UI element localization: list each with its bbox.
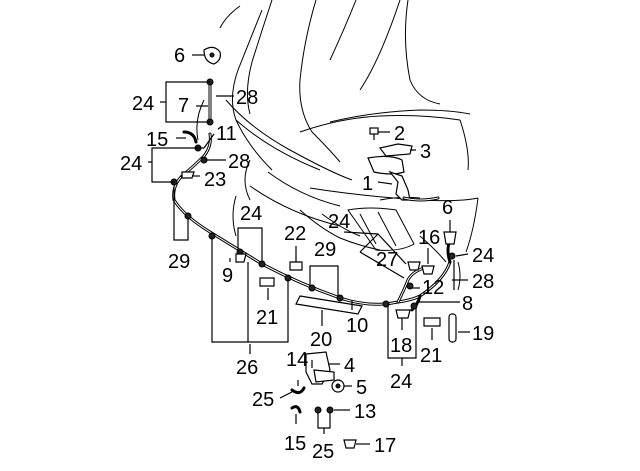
callout-5: 5 [356, 377, 367, 399]
callout-7: 7 [178, 95, 189, 117]
callout-21-left: 21 [256, 307, 278, 329]
callout-24-bottom: 24 [390, 371, 412, 393]
callout-25-bottom: 25 [312, 441, 334, 463]
callout-28-top: 28 [236, 87, 258, 109]
callout-1: 1 [362, 173, 373, 195]
callout-18: 18 [390, 335, 412, 357]
callout-24-top: 24 [132, 93, 154, 115]
callout-11: 11 [216, 123, 237, 145]
callout-13: 13 [354, 401, 376, 423]
clip-part-2 [369, 127, 379, 140]
callout-24-middle: 24 [240, 203, 262, 225]
callout-8: 8 [462, 293, 473, 315]
callout-12: 12 [422, 277, 444, 299]
callout-15-top: 15 [146, 129, 168, 151]
callout-22: 22 [284, 223, 306, 245]
callout-24-right: 24 [328, 211, 350, 233]
callout-6-right: 6 [442, 197, 453, 219]
callout-24-far-right: 24 [472, 245, 494, 267]
callout-16: 16 [418, 227, 440, 249]
callout-26: 26 [236, 357, 258, 379]
callout-9: 9 [222, 265, 233, 287]
cover-part-3 [378, 143, 413, 157]
small-parts [181, 46, 457, 449]
callout-29-left: 29 [168, 251, 190, 273]
callout-labels: 6 24 7 28 15 11 24 28 23 29 24 9 22 29 2… [120, 45, 494, 463]
callout-24-left: 24 [120, 153, 142, 175]
callout-2: 2 [394, 123, 405, 145]
callout-17: 17 [374, 435, 396, 457]
callout-19: 19 [472, 323, 494, 345]
leader-lines [148, 54, 470, 445]
callout-6-top: 6 [174, 45, 185, 67]
vehicle-body-outline [196, 0, 479, 291]
callout-20: 20 [310, 329, 332, 351]
washer-nozzle-part-1 [367, 155, 440, 202]
callout-3: 3 [420, 141, 431, 163]
callout-15-bottom: 15 [284, 433, 306, 455]
washer-hose-network [170, 78, 456, 312]
callout-28-mid: 28 [228, 151, 250, 173]
callout-4: 4 [344, 355, 355, 377]
callout-21-right: 21 [420, 345, 442, 367]
callout-25-left: 25 [252, 389, 274, 411]
callout-27: 27 [376, 249, 398, 271]
callout-29-middle: 29 [314, 239, 336, 261]
callout-10: 10 [346, 315, 368, 337]
callout-14: 14 [286, 349, 308, 371]
callout-28-right: 28 [472, 271, 494, 293]
callout-23: 23 [204, 169, 226, 191]
